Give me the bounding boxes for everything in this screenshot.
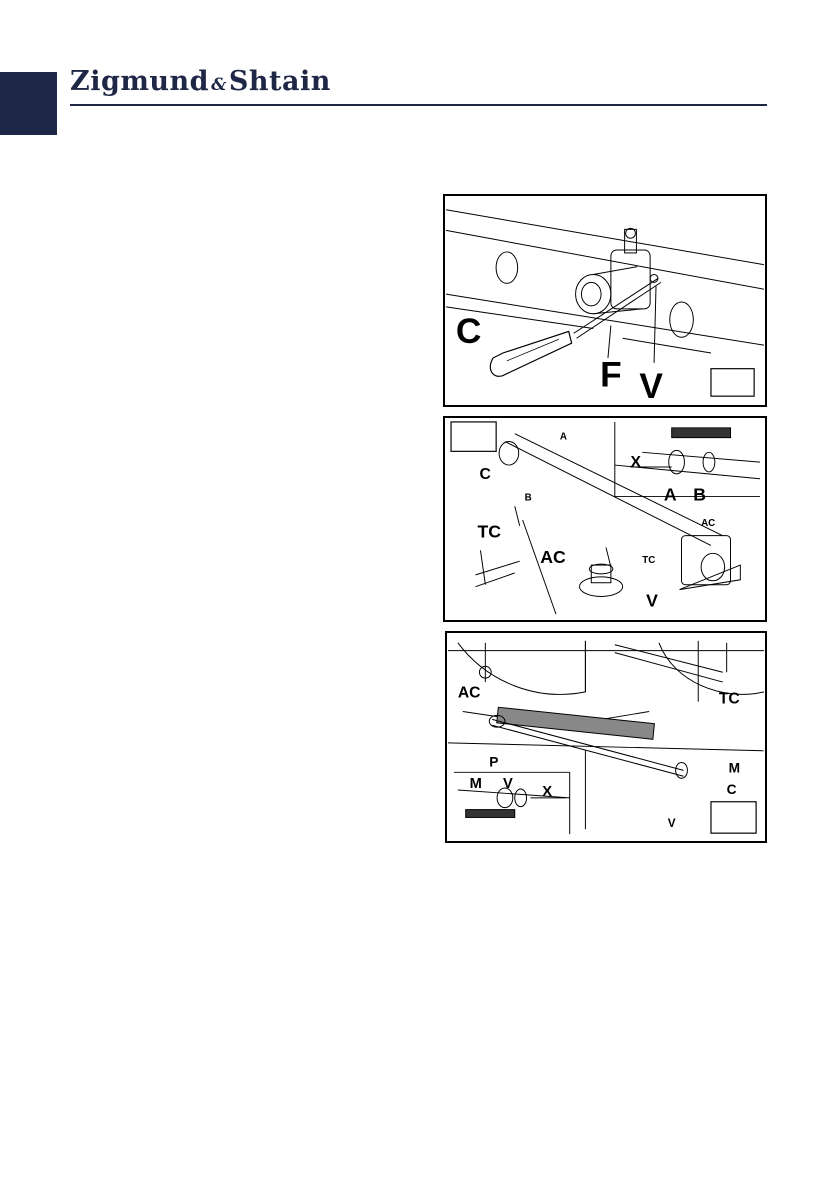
label-tc-left: TC — [478, 522, 502, 542]
figure-burner-installed-drawing: AC TC P M C V M V X — [448, 640, 765, 835]
label-m-inset: M — [470, 776, 482, 792]
label-f: F — [600, 355, 622, 394]
label-p: P — [489, 754, 498, 769]
label-tc: TC — [719, 691, 740, 708]
label-c: C — [727, 782, 737, 797]
brand-name-part1: Zigmund — [70, 66, 210, 97]
label-v: V — [639, 367, 663, 405]
label-x: X — [630, 454, 641, 471]
figure-number-box — [710, 368, 755, 397]
label-m-right: M — [729, 760, 740, 775]
side-tab-marker — [0, 72, 57, 135]
label-c: C — [456, 312, 482, 351]
figure-valve-adjustment: C F V — [443, 194, 767, 407]
label-b-inset: B — [693, 484, 706, 504]
figure-number-box — [710, 801, 757, 834]
label-ac-right: AC — [701, 518, 715, 529]
figure-burner-assembly: A C B X A B AC TC V TC AC — [443, 416, 767, 622]
brand-logo: Zigmund&Shtain — [70, 66, 331, 97]
figure-valve-adjustment-drawing: C F V — [445, 209, 765, 405]
label-x-inset: X — [542, 784, 552, 800]
label-b: B — [525, 492, 532, 503]
brand-ampersand: & — [211, 75, 227, 95]
label-ac: AC — [458, 685, 481, 702]
figure-number-box — [450, 421, 497, 452]
label-a-inset: A — [664, 484, 677, 504]
label-ac-center: AC — [540, 547, 566, 567]
label-v: V — [646, 590, 658, 610]
label-a: A — [560, 432, 567, 443]
label-tc-right: TC — [642, 555, 655, 566]
brand-name-part2: Shtain — [228, 66, 331, 97]
figure-burner-installed: AC TC P M C V M V X — [445, 631, 767, 843]
label-v-bottom: V — [668, 817, 676, 830]
header-divider — [70, 104, 767, 106]
label-c: C — [479, 466, 490, 483]
label-v-inset: V — [503, 776, 513, 792]
figure-burner-assembly-drawing: A C B X A B AC TC V TC AC — [450, 421, 760, 615]
